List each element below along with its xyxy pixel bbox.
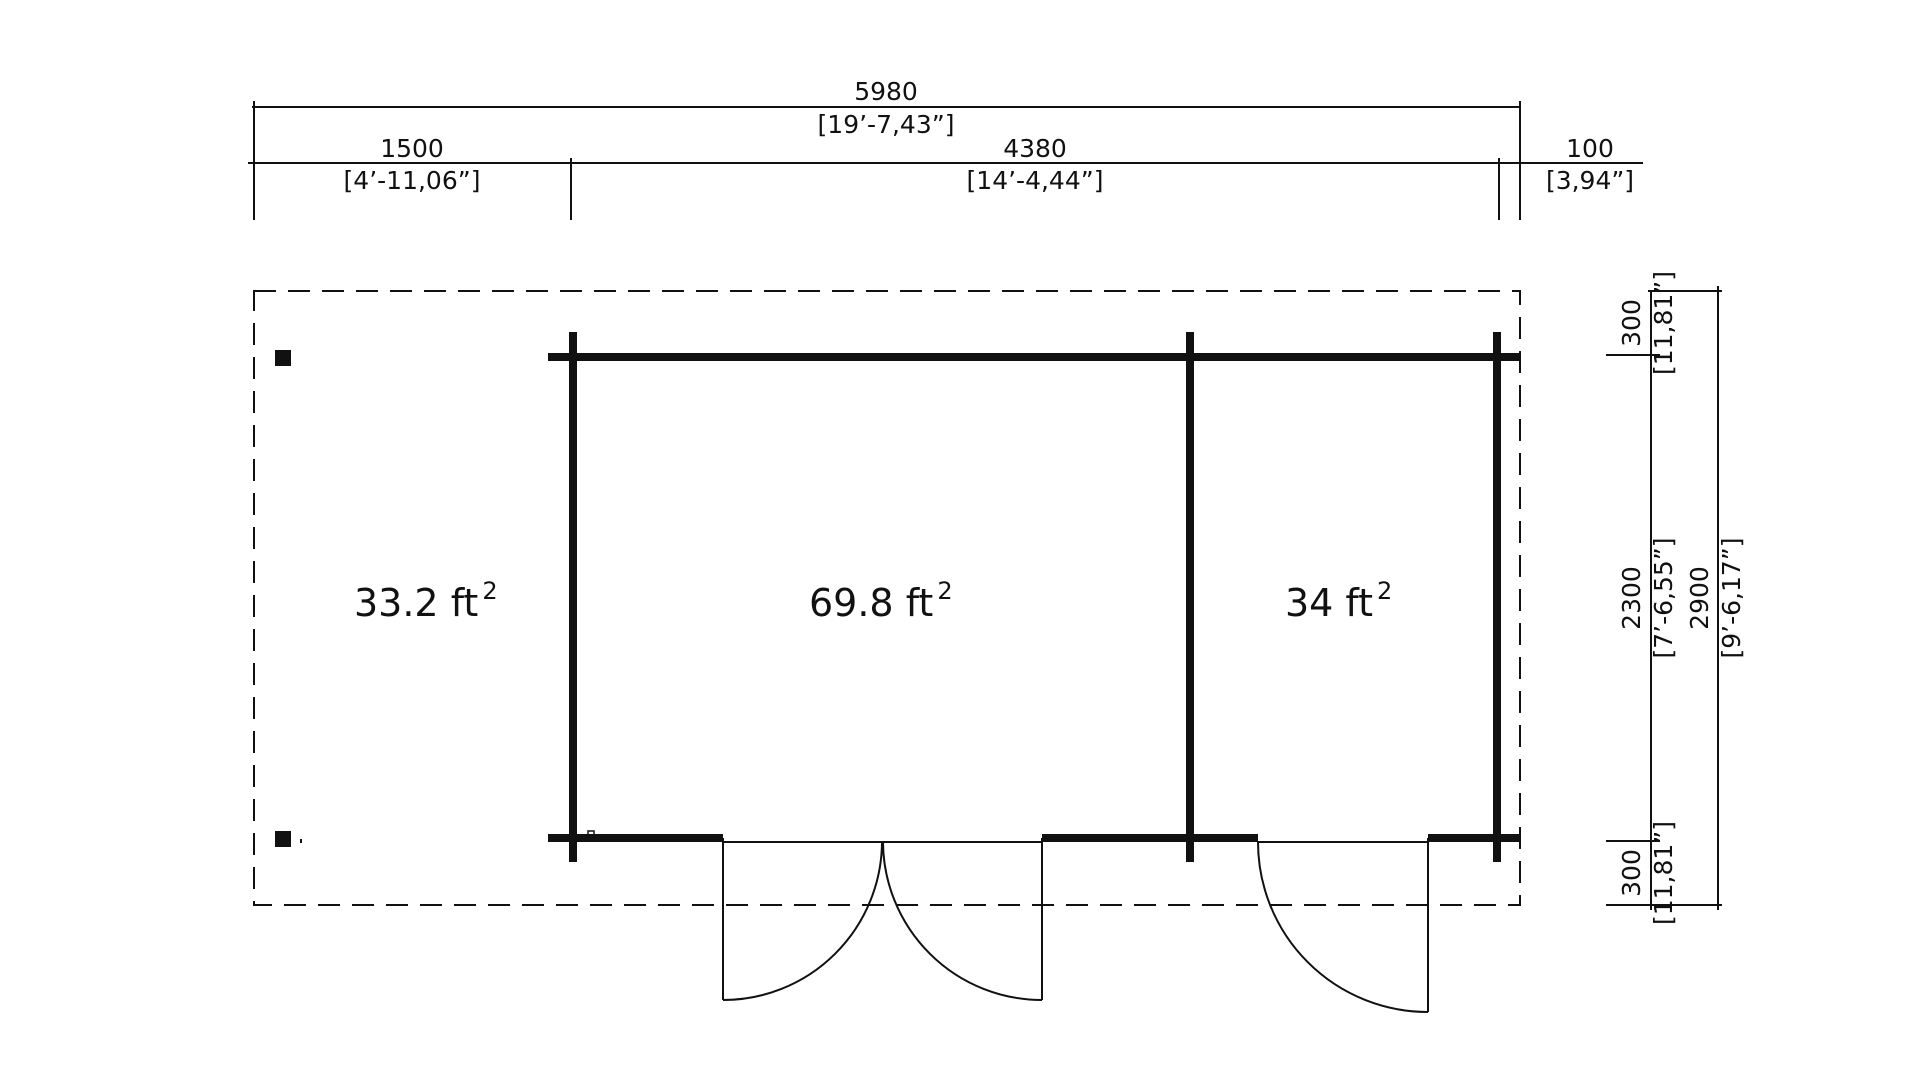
bottom-overhang-imperial: [11,81”] bbox=[1649, 821, 1678, 925]
cabin-width-imperial: [14’-4,44”] bbox=[967, 166, 1104, 195]
cabin-walls bbox=[548, 332, 1521, 862]
wall-detail bbox=[587, 830, 595, 838]
end-overhang-mm: 100 bbox=[1566, 134, 1614, 163]
double-door-right-swing bbox=[882, 841, 1043, 1001]
right-dimensions: 300 [11,81”] 2300 [7’-6,55”] 2900 [9’-6,… bbox=[1606, 271, 1746, 925]
cabin-width-mm: 4380 bbox=[1003, 134, 1067, 163]
total-depth-mm: 2900 bbox=[1685, 566, 1714, 630]
cabin-depth-mm: 2300 bbox=[1617, 566, 1646, 630]
post-bottom bbox=[275, 831, 291, 847]
overhang-width-mm: 1500 bbox=[380, 134, 444, 163]
bottom-overhang-mm: 300 bbox=[1617, 849, 1646, 897]
single-door bbox=[1257, 838, 1429, 1013]
double-door bbox=[722, 838, 1043, 1001]
top-overhang-mm: 300 bbox=[1617, 299, 1646, 347]
total-depth-imperial: [9’-6,17”] bbox=[1717, 538, 1746, 659]
end-overhang-imperial: [3,94”] bbox=[1546, 166, 1634, 195]
roof-outline bbox=[253, 290, 1521, 906]
top-dimensions: 5980 [19’-7,43”] 1500 [4’-11,06”] 4380 [… bbox=[248, 77, 1643, 220]
total-width-imperial: [19’-7,43”] bbox=[818, 110, 955, 139]
total-width-mm: 5980 bbox=[854, 77, 918, 106]
post-top bbox=[275, 350, 291, 366]
overhang-width-imperial: [4’-11,06”] bbox=[344, 166, 481, 195]
single-door-swing bbox=[1257, 841, 1429, 1013]
top-overhang-imperial: [11,81”] bbox=[1649, 271, 1678, 375]
double-door-left-swing bbox=[722, 841, 883, 1001]
cabin-depth-imperial: [7’-6,55”] bbox=[1649, 538, 1678, 659]
